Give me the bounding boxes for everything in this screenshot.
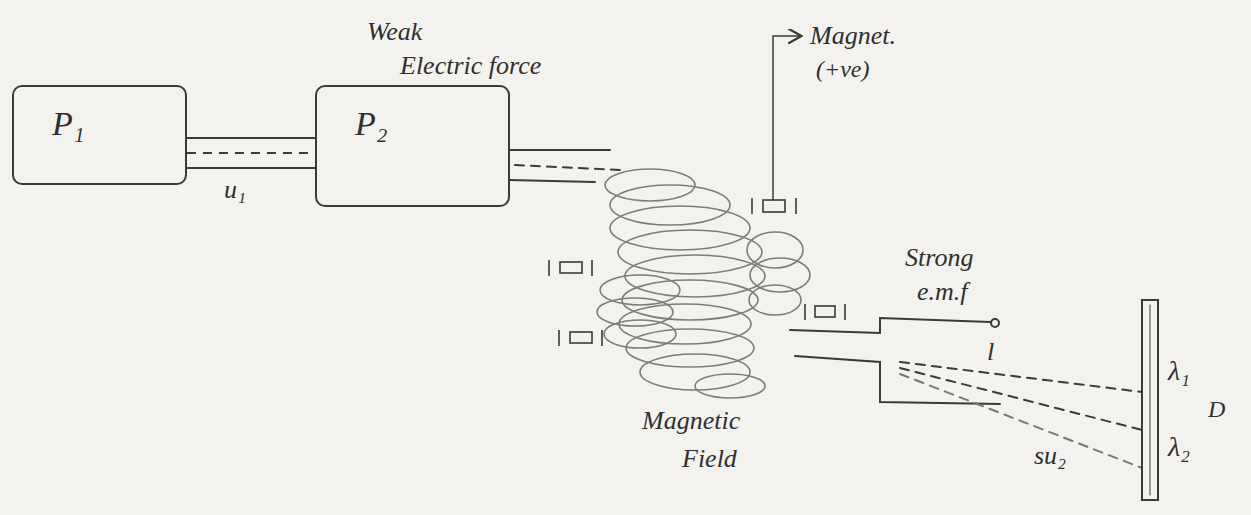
- chamber-wall: [795, 356, 1000, 404]
- beam-line: [900, 374, 1142, 468]
- tube-wall: [186, 137, 316, 139]
- annotation-label: (+ve): [814, 56, 871, 82]
- annotation-label: e.m.f: [915, 278, 970, 307]
- magnet-symbol: [549, 198, 845, 346]
- chamber-box: P₂: [315, 85, 510, 207]
- annotation-label: Magnetic: [640, 407, 742, 436]
- annotation-label: D: [1206, 396, 1227, 422]
- annotation-label: l: [985, 338, 996, 367]
- annotation-label: Strong: [903, 244, 975, 273]
- chamber-label: P₁: [14, 87, 85, 143]
- terminal: [991, 319, 999, 327]
- chamber-label: P₂: [317, 87, 388, 143]
- beam-connector: [187, 152, 315, 154]
- magnetic-coil: [597, 169, 810, 398]
- annotation-label: Electric force: [398, 52, 543, 81]
- annotation-label: u₁: [222, 176, 248, 205]
- annotation-label: Weak: [365, 18, 424, 47]
- annotation-label: Magnet.: [808, 22, 898, 51]
- tube-wall: [509, 149, 610, 151]
- annotation-label: λ₂: [1166, 432, 1192, 463]
- chamber-box: P₁: [12, 85, 187, 185]
- annotation-label: Field: [680, 445, 739, 474]
- tube-wall: [186, 167, 316, 169]
- leader-arrow: [773, 36, 800, 200]
- detector-plate: [1150, 305, 1151, 495]
- detector-plate: [1142, 300, 1158, 500]
- annotation-label: λ₁: [1166, 356, 1192, 387]
- chamber-wall: [790, 318, 990, 333]
- annotation-label: su₂: [1032, 442, 1068, 471]
- tube-wall: [509, 180, 595, 182]
- beam-line: [515, 165, 620, 170]
